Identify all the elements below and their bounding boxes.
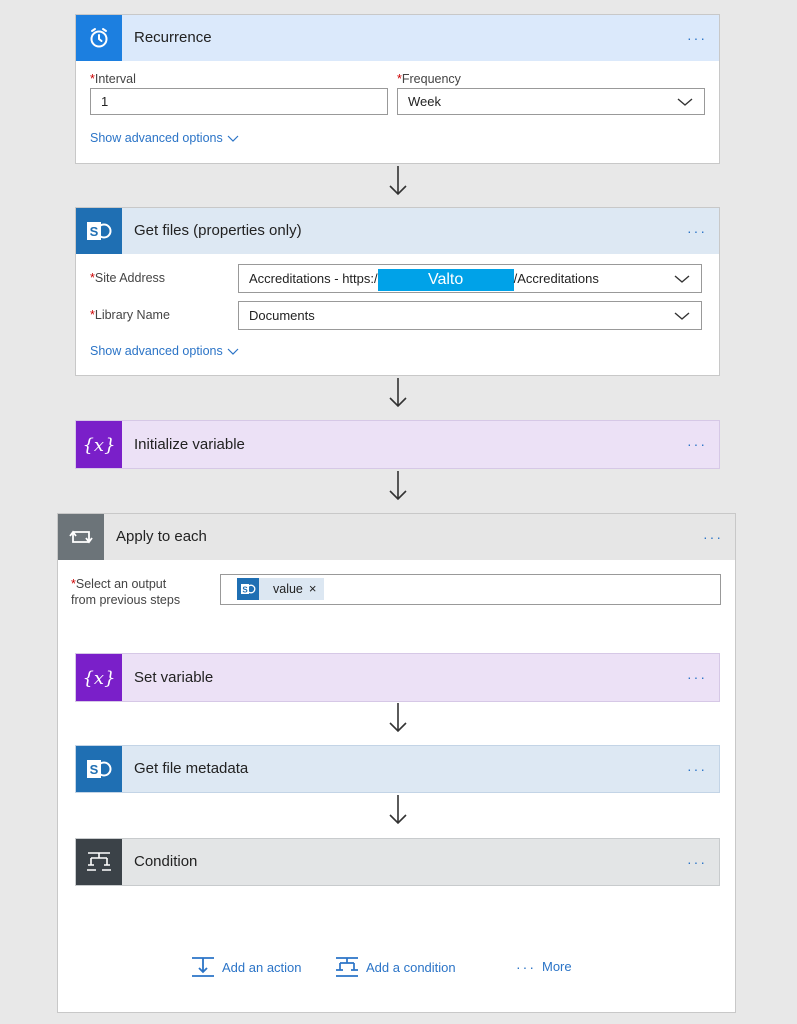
svg-text:{x}: {x} bbox=[82, 435, 115, 456]
chevron-down-icon bbox=[227, 135, 239, 142]
svg-text:{x}: {x} bbox=[82, 668, 115, 689]
get-files-title: Get files (properties only) bbox=[134, 222, 302, 239]
svg-text:S: S bbox=[90, 762, 99, 777]
get-files-header[interactable]: S Get files (properties only) ··· bbox=[76, 208, 719, 254]
alarm-clock-icon bbox=[76, 15, 122, 61]
condition-card[interactable]: Condition ··· bbox=[75, 838, 720, 886]
set-variable-menu-icon[interactable]: ··· bbox=[687, 669, 707, 685]
initialize-variable-card[interactable]: {x} Initialize variable ··· bbox=[75, 420, 720, 469]
arrow-down-icon bbox=[389, 795, 407, 825]
frequency-value: Week bbox=[408, 94, 441, 109]
svg-text:S: S bbox=[242, 586, 248, 595]
add-condition-label: Add a condition bbox=[366, 959, 456, 975]
frequency-select[interactable]: Week bbox=[397, 88, 705, 115]
library-name-label: *Library Name bbox=[90, 308, 170, 322]
variable-icon: {x} bbox=[76, 421, 122, 468]
apply-to-each-header[interactable]: Apply to each ··· bbox=[58, 514, 735, 560]
condition-menu-icon[interactable]: ··· bbox=[687, 854, 707, 870]
arrow-down-icon bbox=[389, 166, 407, 196]
interval-label: *Interval bbox=[90, 72, 136, 86]
arrow-down-icon bbox=[389, 378, 407, 408]
library-name-value: Documents bbox=[249, 308, 315, 323]
initialize-variable-header[interactable]: {x} Initialize variable ··· bbox=[76, 421, 719, 468]
variable-icon: {x} bbox=[76, 654, 122, 701]
recurrence-title: Recurrence bbox=[134, 29, 212, 46]
chevron-down-icon bbox=[677, 98, 693, 106]
initialize-variable-menu-icon[interactable]: ··· bbox=[687, 436, 707, 452]
get-file-metadata-header[interactable]: S Get file metadata ··· bbox=[76, 746, 719, 792]
sharepoint-icon: S bbox=[76, 746, 122, 792]
add-condition-icon bbox=[336, 957, 358, 977]
recurrence-header[interactable]: Recurrence ··· bbox=[76, 15, 719, 61]
initialize-variable-title: Initialize variable bbox=[134, 436, 245, 453]
get-file-metadata-menu-icon[interactable]: ··· bbox=[687, 761, 707, 777]
get-files-menu-icon[interactable]: ··· bbox=[687, 223, 707, 239]
interval-input[interactable]: 1 bbox=[90, 88, 388, 115]
value-token[interactable]: S value × bbox=[237, 578, 325, 600]
value-token-label: value bbox=[273, 582, 303, 596]
condition-icon bbox=[76, 839, 122, 885]
get-files-card: S Get files (properties only) ··· *Site … bbox=[75, 207, 720, 376]
remove-token-icon[interactable]: × bbox=[308, 581, 317, 596]
set-variable-title: Set variable bbox=[134, 669, 214, 686]
recurrence-menu-icon[interactable]: ··· bbox=[687, 30, 707, 46]
site-address-redacted: Valto bbox=[377, 268, 514, 291]
loop-icon bbox=[58, 514, 104, 560]
more-icon: ··· bbox=[516, 959, 536, 975]
more-button[interactable]: ··· More bbox=[516, 956, 572, 978]
select-output-input[interactable]: S value × bbox=[220, 574, 721, 605]
condition-title: Condition bbox=[134, 853, 198, 870]
apply-to-each-menu-icon[interactable]: ··· bbox=[703, 529, 723, 545]
add-condition-button[interactable]: Add a condition bbox=[335, 956, 456, 978]
chevron-down-icon bbox=[227, 348, 239, 355]
svg-text:S: S bbox=[90, 224, 99, 239]
sharepoint-icon: S bbox=[237, 578, 259, 600]
add-action-icon bbox=[192, 957, 214, 977]
site-address-prefix: Accreditations - https:/ bbox=[249, 271, 378, 286]
recurrence-card: Recurrence ··· *Interval 1 *Frequency We… bbox=[75, 14, 720, 164]
get-file-metadata-card[interactable]: S Get file metadata ··· bbox=[75, 745, 720, 793]
add-action-button[interactable]: Add an action bbox=[191, 956, 302, 978]
site-address-suffix: /Accreditations bbox=[513, 271, 599, 286]
set-variable-card[interactable]: {x} Set variable ··· bbox=[75, 653, 720, 702]
library-name-select[interactable]: Documents bbox=[238, 301, 702, 330]
arrow-down-icon bbox=[389, 703, 407, 733]
condition-header[interactable]: Condition ··· bbox=[76, 839, 719, 885]
set-variable-header[interactable]: {x} Set variable ··· bbox=[76, 654, 719, 701]
chevron-down-icon bbox=[674, 275, 690, 283]
add-action-label: Add an action bbox=[222, 959, 302, 975]
apply-to-each-title: Apply to each bbox=[116, 528, 207, 545]
get-file-metadata-title: Get file metadata bbox=[134, 760, 249, 777]
show-advanced-options-link[interactable]: Show advanced options bbox=[90, 131, 239, 145]
site-address-select[interactable]: Accreditations - https:/Valto/Accreditat… bbox=[238, 264, 702, 293]
more-label: More bbox=[542, 959, 572, 974]
show-advanced-options-link[interactable]: Show advanced options bbox=[90, 344, 239, 358]
arrow-down-icon bbox=[389, 471, 407, 501]
sharepoint-icon: S bbox=[76, 208, 122, 254]
chevron-down-icon bbox=[674, 312, 690, 320]
site-address-label: *Site Address bbox=[90, 271, 166, 285]
frequency-label: *Frequency bbox=[397, 72, 461, 86]
